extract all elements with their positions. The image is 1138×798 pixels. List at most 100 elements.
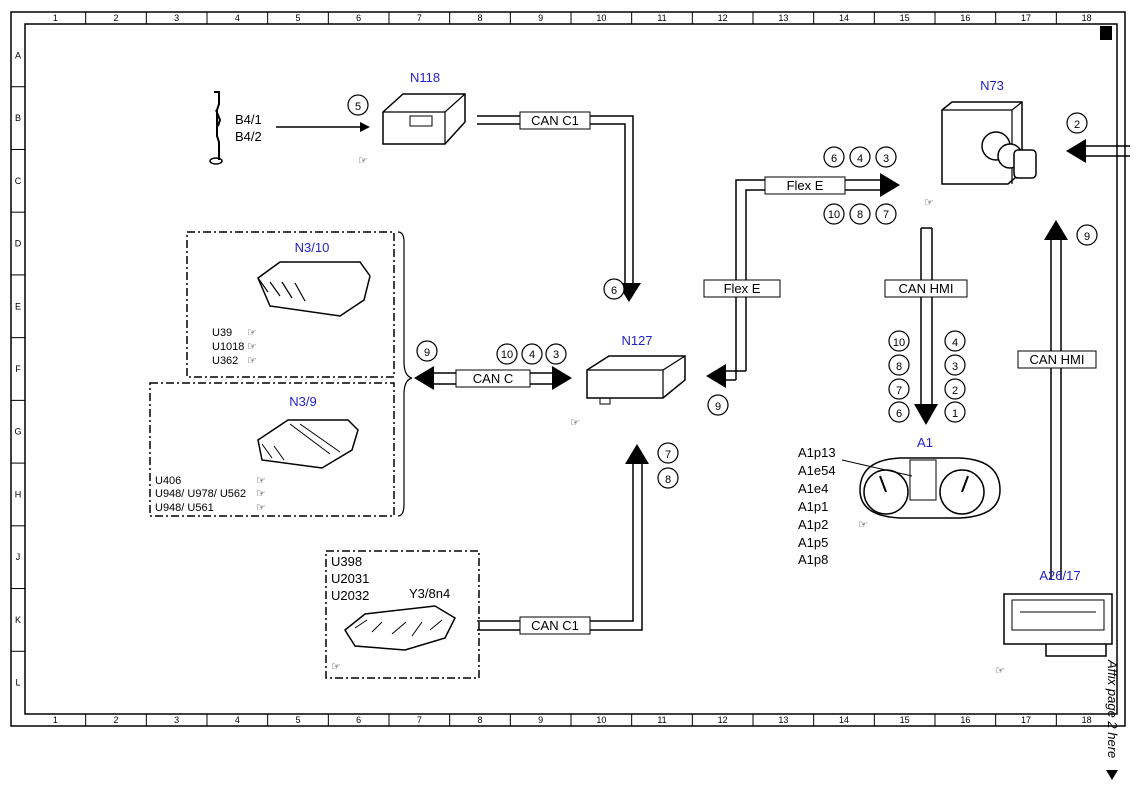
can-c1-top-label: CAN C1 [531, 113, 579, 128]
n3-9-code: U948/ U978/ U562 [155, 488, 246, 500]
grid-row-label: B [15, 113, 21, 123]
circle-number: 8 [857, 209, 863, 221]
hand-pointer-icon: ☞ [331, 661, 341, 673]
grid-column-label: 4 [235, 13, 240, 23]
grid-column-label: 17 [1021, 13, 1031, 23]
circle-marker [944, 330, 966, 352]
a1-part-label: A1p5 [798, 535, 828, 550]
n118-label: N118 [410, 70, 440, 85]
circle-marker [944, 378, 966, 400]
circle-number: 9 [715, 401, 721, 413]
circle-marker [888, 401, 910, 423]
b4-1-label: B4/1 [235, 112, 262, 127]
corner-mark-icon [1100, 26, 1112, 40]
circle-marker [944, 354, 966, 376]
hand-pointer-icon: ☞ [358, 155, 368, 167]
grid-row-label: L [15, 678, 20, 688]
circle-marker [657, 467, 679, 489]
n3-9-code: U948/ U561 [155, 502, 214, 514]
grid-column-label: 14 [839, 715, 849, 725]
circle-number: 3 [553, 349, 559, 361]
grid-column-label: 3 [174, 715, 179, 725]
grid-column-label: 5 [295, 13, 300, 23]
flex-e-top-label: Flex E [787, 178, 824, 193]
grid-column-label: 10 [596, 715, 606, 725]
can-hmi-right-bus [1050, 238, 1062, 580]
n3-9-code: U406 [155, 475, 181, 487]
circle-number: 8 [665, 474, 671, 486]
can-c1-top-box [519, 111, 591, 130]
n3-10-label: N3/10 [295, 240, 330, 255]
grid-row-label: D [15, 239, 22, 249]
n3-10-code: U1018 [212, 341, 244, 353]
circle-number: 4 [857, 153, 863, 165]
grid-column-label: 6 [356, 13, 361, 23]
b4-2-label: B4/2 [235, 129, 262, 144]
y3-code: U2032 [331, 588, 369, 603]
arrow-up-icon [1044, 220, 1068, 240]
can-hmi-mid-bus [920, 227, 933, 405]
hand-pointer-icon: ☞ [256, 475, 266, 487]
circle-number: 3 [952, 361, 958, 373]
hand-pointer-icon: ☞ [570, 417, 580, 429]
a1p13-leader [841, 459, 913, 477]
grid-column-label: 12 [718, 13, 728, 23]
grid-column-label: 2 [113, 715, 118, 725]
circle-number: 7 [665, 449, 671, 461]
arrow-right-icon [360, 122, 370, 132]
circle-marker [707, 394, 729, 416]
n73-ignition-switch [941, 101, 1037, 185]
circle-number: 9 [1084, 231, 1090, 243]
n3-10-code: U362 [212, 355, 238, 367]
circle-marker [1066, 112, 1088, 134]
circle-marker [888, 354, 910, 376]
circle-marker [657, 442, 679, 464]
n73-input-bus [1085, 145, 1130, 157]
can-hmi-mid-label: CAN HMI [899, 281, 954, 296]
grid-column-label: 14 [839, 13, 849, 23]
circle-number: 9 [424, 347, 430, 359]
grid-column-label: 7 [417, 13, 422, 23]
circle-marker [944, 401, 966, 423]
can-c1-bottom-label: CAN C1 [531, 618, 579, 633]
n3-10-group-box [186, 231, 395, 378]
grid-row-label: J [16, 552, 21, 562]
can-c1-bottom-bus [477, 462, 643, 631]
circle-number: 10 [893, 337, 905, 349]
circle-number: 4 [952, 337, 958, 349]
y3-code: U2031 [331, 571, 369, 586]
n3-10-code: U39 [212, 327, 232, 339]
grid-column-label: 1 [53, 715, 58, 725]
circle-number: 6 [831, 153, 837, 165]
can-c1-bottom-box [519, 616, 591, 635]
grid-column-label: 6 [356, 715, 361, 725]
arrow-down-icon [914, 404, 938, 425]
grid-column-label: 17 [1021, 715, 1031, 725]
hand-pointer-icon: ☞ [858, 519, 868, 531]
n3-9-ecu [257, 419, 359, 469]
grid-row-label: F [15, 364, 21, 374]
circle-number: 10 [828, 209, 840, 221]
arrow-up-icon [625, 444, 649, 464]
grid-column-label: 9 [538, 13, 543, 23]
circle-marker [849, 146, 871, 168]
grid-column-label: 4 [235, 715, 240, 725]
grid-column-label: 12 [718, 715, 728, 725]
circle-marker [849, 203, 871, 225]
y3-8n4-label: Y3/8n4 [409, 586, 450, 601]
y3-8n4-valve-body [344, 605, 456, 651]
circle-marker [875, 146, 897, 168]
circle-marker [1076, 224, 1098, 246]
can-hmi-right-label: CAN HMI [1030, 352, 1085, 367]
circle-number: 10 [501, 349, 513, 361]
affix-note: Affix page 2 here [1105, 659, 1120, 758]
arrow-left-icon [414, 366, 434, 390]
n118-module [382, 93, 466, 145]
grid-row-label: K [15, 615, 21, 625]
b4-sensor [209, 91, 223, 165]
circle-marker [888, 378, 910, 400]
grid-column-label: 2 [113, 13, 118, 23]
